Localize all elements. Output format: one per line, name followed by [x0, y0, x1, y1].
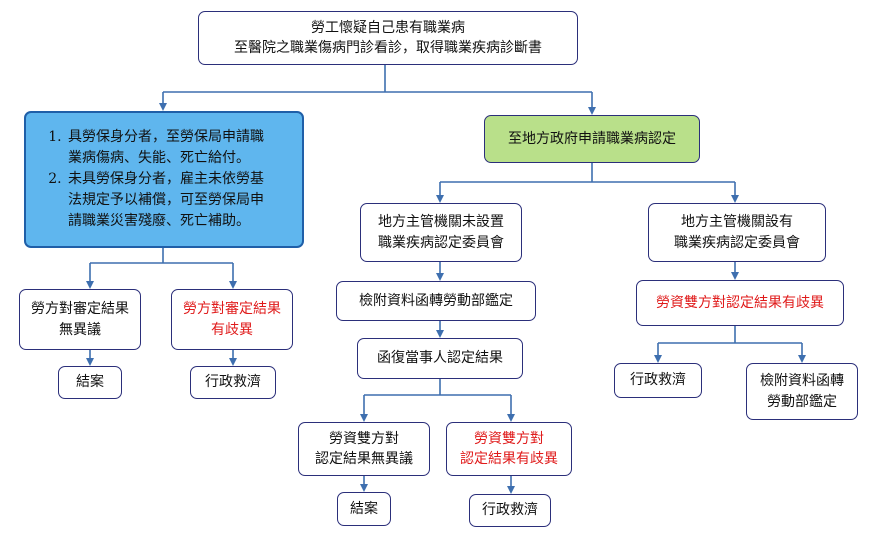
connector-reply-split	[364, 379, 511, 396]
connector-left-split	[90, 248, 233, 264]
node-mid-remedy: 行政救濟	[469, 494, 551, 527]
node-left-objection: 勞方對審定結果 有歧異	[171, 289, 293, 350]
node-forward-mol: 檢附資料函轉勞動部鑑定	[336, 281, 536, 321]
node-mid-no-objection: 勞資雙方對 認定結果無異議	[298, 422, 430, 476]
insured-payments-item-2: 未具勞保身分者，雇主未依勞基 法規定予以補償，可至勞保局申 請職業災害殘廢、死亡…	[66, 169, 264, 232]
insured-payments-list: 具勞保身分者，至勞保局申請職 業病傷病、失能、死亡給付。 未具勞保身分者，雇主未…	[44, 127, 264, 232]
node-reply-result: 函復當事人認定結果	[357, 338, 523, 379]
connector-mid-split	[440, 163, 735, 183]
node-root: 勞工懷疑自己患有職業病 至醫院之職業傷病門診看診，取得職業疾病診斷書	[198, 11, 578, 65]
node-left-close: 結案	[58, 366, 122, 399]
node-mid-close: 結案	[337, 492, 391, 526]
node-insured-payments: 具勞保身分者，至勞保局申請職 業病傷病、失能、死亡給付。 未具勞保身分者，雇主未…	[24, 111, 304, 248]
node-has-committee: 地方主管機關設有 職業疾病認定委員會	[648, 203, 826, 262]
node-right-objection: 勞資雙方對認定結果有歧異	[636, 280, 844, 326]
node-no-committee: 地方主管機關未設置 職業疾病認定委員會	[360, 203, 522, 262]
connector-root-split	[163, 65, 592, 93]
node-right-remedy: 行政救濟	[614, 363, 702, 398]
node-local-gov: 至地方政府申請職業病認定	[484, 115, 700, 163]
node-left-no-objection: 勞方對審定結果 無異議	[19, 289, 141, 350]
node-mid-objection: 勞資雙方對 認定結果有歧異	[446, 422, 572, 476]
insured-payments-item-1: 具勞保身分者，至勞保局申請職 業病傷病、失能、死亡給付。	[66, 127, 264, 169]
node-right-forward: 檢附資料函轉 勞動部鑑定	[746, 363, 858, 420]
connector-right-split	[658, 326, 802, 344]
node-left-remedy: 行政救濟	[190, 366, 276, 399]
